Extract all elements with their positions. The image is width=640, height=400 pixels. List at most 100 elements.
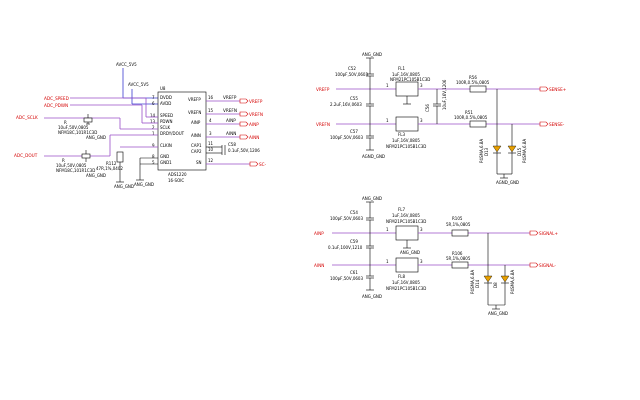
pin-sn: SN: [196, 160, 202, 165]
signal-agnd-top: ANG_GND: [362, 196, 382, 201]
pin-num-8: 8: [152, 154, 155, 159]
c57-val: 100pF,50V,0603: [330, 135, 363, 140]
c55-val: 2.2uF,16V,0603: [330, 102, 362, 107]
r-lower-ref: R: [62, 158, 65, 163]
net-ainn-out: AINN: [249, 135, 259, 140]
signal-agnd-c61: ANG_GND: [362, 294, 382, 299]
signal-block: ANG_GND AINP AINN 1 1 C54 100pF,50V,0603…: [314, 196, 558, 316]
r106-body: [451, 261, 469, 269]
c61-ref: C61: [350, 270, 358, 275]
signal-agnd-bottom: ANG_GND: [488, 311, 508, 316]
r112-val: 47R,1%,0402: [96, 166, 123, 171]
net-ainn-a: AINN: [226, 131, 236, 136]
pin-num-14: 14: [150, 113, 156, 118]
d14-pn: P4SMA,6.8A: [470, 270, 475, 294]
signal-minus: SIGNAL-: [539, 263, 556, 268]
pin-num-16: 16: [208, 95, 214, 100]
avcc-label-top: AVCC_5V5: [116, 62, 137, 67]
r56-ref: R56: [469, 75, 477, 80]
fl8-pin3: 3: [420, 259, 423, 264]
agnd-small-4: ANG_GND: [134, 182, 154, 187]
c59-val: 0.1uF,100V,1210: [328, 245, 363, 250]
d15-body: [507, 145, 517, 153]
r106-val: 5R,1%,0805: [446, 256, 471, 261]
avcc-label-mid: AVCC_5V5: [128, 82, 149, 87]
sense-agnd-top: ANG_GND: [362, 52, 382, 57]
d13-body: [492, 145, 502, 153]
r-upper-val: 10uF,50V,0805: [58, 125, 89, 130]
fl8-ref: FL8: [398, 274, 406, 279]
c54-ref: C54: [350, 210, 358, 215]
c61-val: 100pF,50V,0603: [330, 276, 363, 281]
sense-block: ANG_GND VREFP VREFN 1 1 C52 100pF,50V,06…: [316, 52, 567, 185]
fl7-pn: NFM21PC105B1C3D: [386, 219, 426, 224]
sense-vrefn: VREFN: [316, 122, 330, 127]
pin-num-4: 4: [209, 118, 212, 123]
net-ainp-out: AINP: [249, 122, 259, 127]
pin-vrefp: VREFP: [188, 97, 201, 102]
r-lower-pn: NFM18C,101R1C3D: [56, 168, 95, 173]
d14-ref: D14: [475, 279, 480, 288]
u8-left-pins: DVDD AVDD SPEED PDWN SCLK DRDY/DOUT CLKI…: [150, 95, 185, 165]
fl8-body: [395, 257, 419, 273]
r106-ref: R106: [452, 251, 463, 256]
u8-chip: [157, 91, 207, 171]
r51-ref: R51: [465, 110, 473, 115]
net-ainp-a: AINP: [226, 118, 236, 123]
r51-body: [469, 120, 487, 128]
fl3-pin3: 3: [420, 118, 423, 123]
pin-num-3: 3: [209, 131, 212, 136]
pin-num-7: 7: [152, 95, 155, 100]
pin-avdd: AVDD: [160, 101, 171, 106]
u8-package: 16-SOIC: [168, 178, 184, 183]
pin-gnd1: GND1: [160, 160, 172, 165]
d15-ref: D15: [517, 147, 522, 156]
c59-ref: C59: [350, 239, 358, 244]
fl7-val: 1uF,16V,0805: [392, 213, 420, 218]
sense-plus: SENSE+: [549, 87, 567, 92]
d8-body: [500, 275, 510, 283]
net-adc-dout: ADC_DOUT: [14, 153, 38, 158]
net-vrefp-a: VREFP: [223, 95, 237, 100]
r105-body: [451, 229, 469, 237]
r105-val: 5R,1%,0805: [446, 222, 471, 227]
fl7-body: [395, 225, 419, 241]
pin-cap1: CAP1: [191, 143, 202, 148]
adc-block: AVCC_5V5 AVCC_5V5 U8 DVDD AVDD SPEED PDW…: [14, 62, 267, 189]
u8-right-pins: VREFP VREFN AINP AINN CAP1 CAP2 SN 16 15…: [188, 95, 214, 165]
fl3-val: 1uF,16V,0805: [392, 138, 420, 143]
pin-num-11: 11: [208, 141, 214, 146]
agnd-small-3: ANG_GND: [114, 184, 134, 189]
fl8-val: 1uF,16V,0805: [392, 280, 420, 285]
pin-clkin: CLKIN: [160, 143, 172, 148]
pin-num-15: 15: [208, 108, 214, 113]
fl3-ref: FL3: [398, 132, 406, 137]
net-vrefp-out: VREFP: [249, 99, 263, 104]
pin-num-9: 9: [152, 143, 155, 148]
c58-val: 0.1uF,50V,1206: [228, 148, 260, 153]
c52-val: 100pF,50V,0603: [335, 72, 368, 77]
pin-sclk: SCLK: [160, 125, 171, 130]
u8-part: ADS1220: [168, 172, 187, 177]
c58-ref: C58: [228, 142, 236, 147]
sense-vrefp: VREFP: [316, 87, 330, 92]
net-vrefn-a: VREFN: [223, 108, 237, 113]
d14-body: [483, 275, 493, 283]
fl1-val: 1uF,16V,0805: [392, 72, 420, 77]
c55-ref: C55: [350, 96, 358, 101]
pin-num-10: 10: [208, 147, 214, 152]
d8-ref: D8: [493, 282, 498, 288]
net-sc: SC-: [259, 162, 267, 167]
pin-num-6: 6: [152, 101, 155, 106]
u8-ref: U8: [160, 86, 166, 91]
fl1-pin3: 3: [420, 83, 423, 88]
d13-pn: P4SMA,6.8A: [479, 139, 484, 163]
fl1-body: [395, 81, 419, 97]
pin-num-5: 5: [152, 160, 155, 165]
sense-agnd-c57: AGND_GND: [362, 154, 385, 159]
r105-ref: R105: [452, 216, 463, 221]
pin-drdy-dout: DRDY/DOUT: [160, 131, 185, 136]
fl3-body: [395, 116, 419, 132]
fl7-ref: FL7: [398, 207, 406, 212]
signal-pin1-b: 1: [386, 259, 389, 264]
